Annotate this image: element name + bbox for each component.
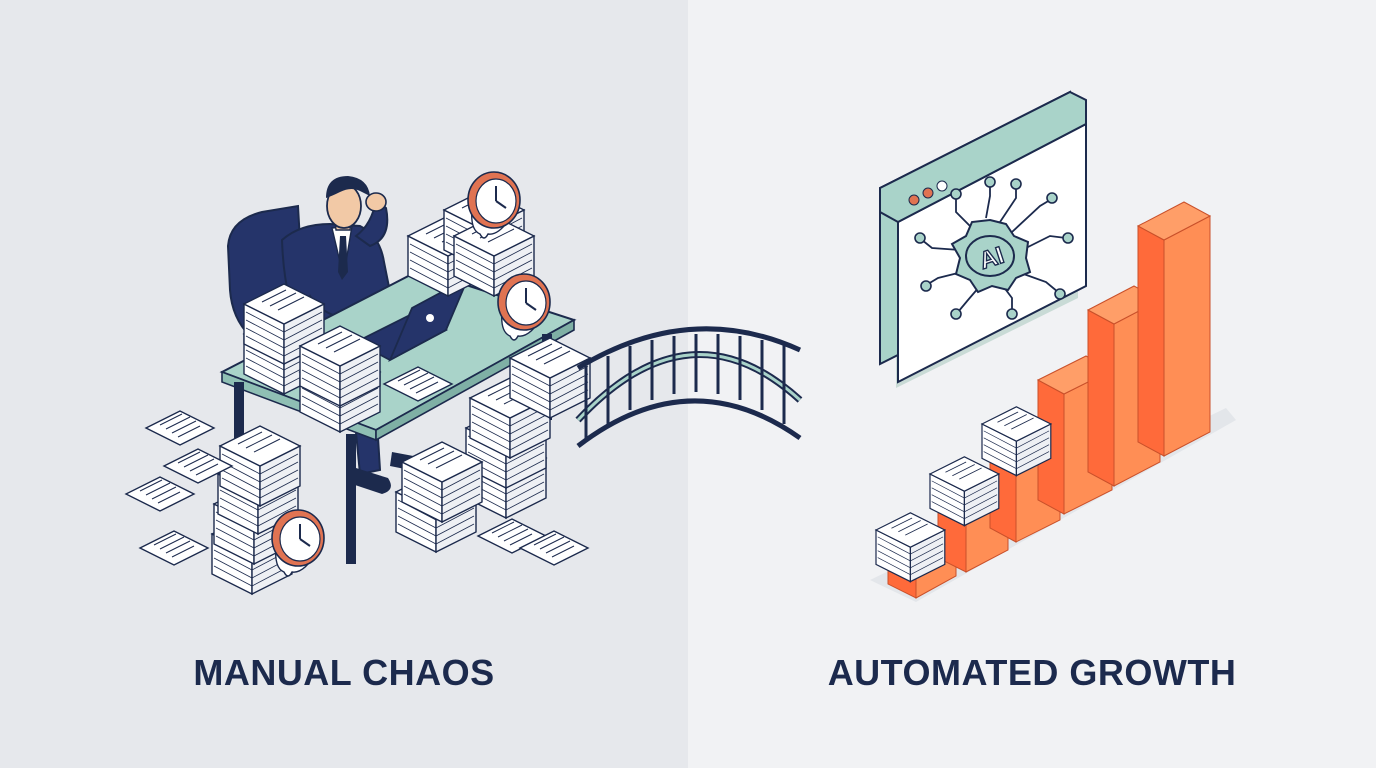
growth-bar-chart-icon — [870, 201, 1236, 602]
ai-chip-icon: AI — [914, 176, 1074, 320]
right-caption: AUTOMATED GROWTH — [827, 652, 1237, 693]
bridge-icon — [575, 326, 803, 448]
left-caption: MANUAL CHAOS — [193, 652, 495, 693]
